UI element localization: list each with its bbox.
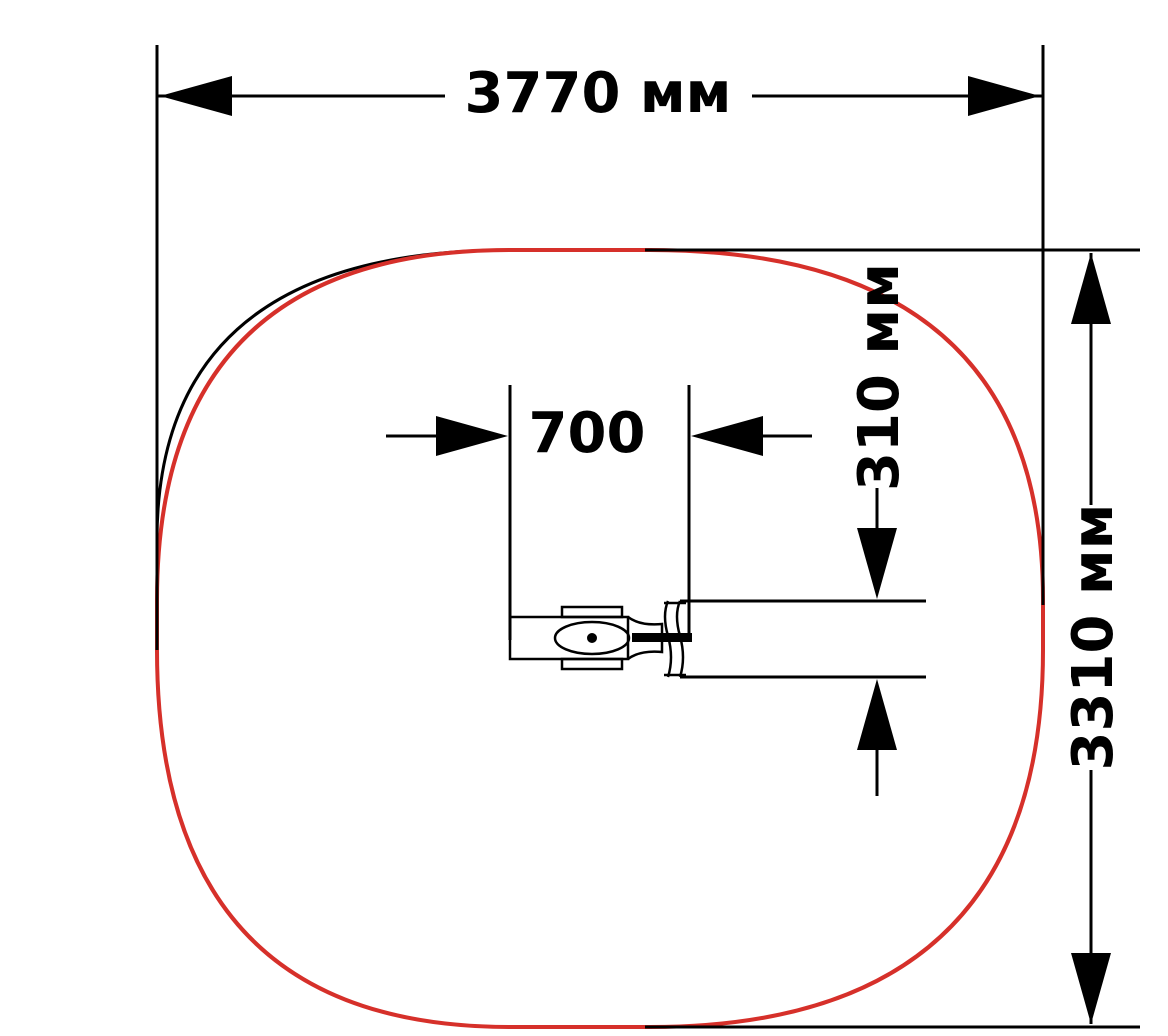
equipment-handle-left <box>663 600 673 678</box>
arrowhead-right <box>968 76 1040 116</box>
equipment-axle <box>632 633 692 642</box>
equipment-pivot <box>587 633 597 643</box>
arrowhead-left <box>160 76 232 116</box>
equipment-seat <box>553 620 631 656</box>
arrowhead-bottom <box>857 679 897 750</box>
overall-depth-label: 3310 мм <box>1061 504 1126 771</box>
arrowhead-right <box>691 416 763 456</box>
arrowhead-bottom <box>1071 953 1111 1024</box>
safety-zone-outline <box>155 248 1045 1029</box>
equipment-length-label: 700 <box>529 401 646 466</box>
equipment-plan-view <box>508 600 692 678</box>
equipment-length-dimension: 700 <box>386 385 812 640</box>
overall-depth-dimension: 3310 мм <box>645 248 1140 1029</box>
overall-width-dimension: 3770 мм <box>155 45 1045 650</box>
overall-width-label: 3770 мм <box>465 61 732 126</box>
equipment-top-plate <box>560 605 624 619</box>
arrowhead-left <box>436 416 508 456</box>
arrowhead-top <box>1071 253 1111 324</box>
equipment-handle-right <box>675 600 685 678</box>
equipment-bottom-plate <box>560 657 624 671</box>
equipment-width-dimension: 310 мм <box>680 263 926 796</box>
equipment-width-label: 310 мм <box>847 263 912 491</box>
arrowhead-top <box>857 528 897 599</box>
